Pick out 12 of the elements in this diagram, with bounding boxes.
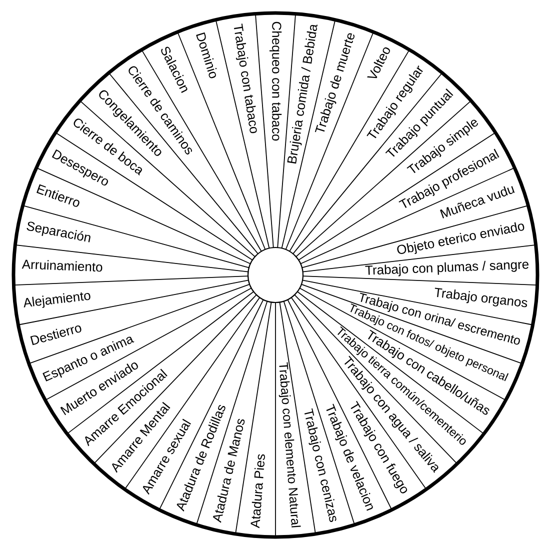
sector-label: Arruinamiento <box>22 260 102 272</box>
sector-label: Trabajo organos <box>434 288 528 308</box>
sector-label: Atadura Pies <box>250 454 265 528</box>
sector-label: Objeto eterico enviado <box>397 222 524 254</box>
sector-label: Trabajo con tabaco <box>234 24 257 134</box>
sector-label: Trabajo con elemento Natural <box>278 362 301 528</box>
sector-label: Chequeo con tabaco <box>270 22 282 141</box>
sector-label: Dominio <box>196 32 217 78</box>
sector-label: Destierro <box>30 326 82 346</box>
sector-label: Alejamiento <box>24 292 90 308</box>
sector-label: Trabajo con plumas / sangre <box>365 260 528 276</box>
sector-label: Separación <box>26 222 90 242</box>
